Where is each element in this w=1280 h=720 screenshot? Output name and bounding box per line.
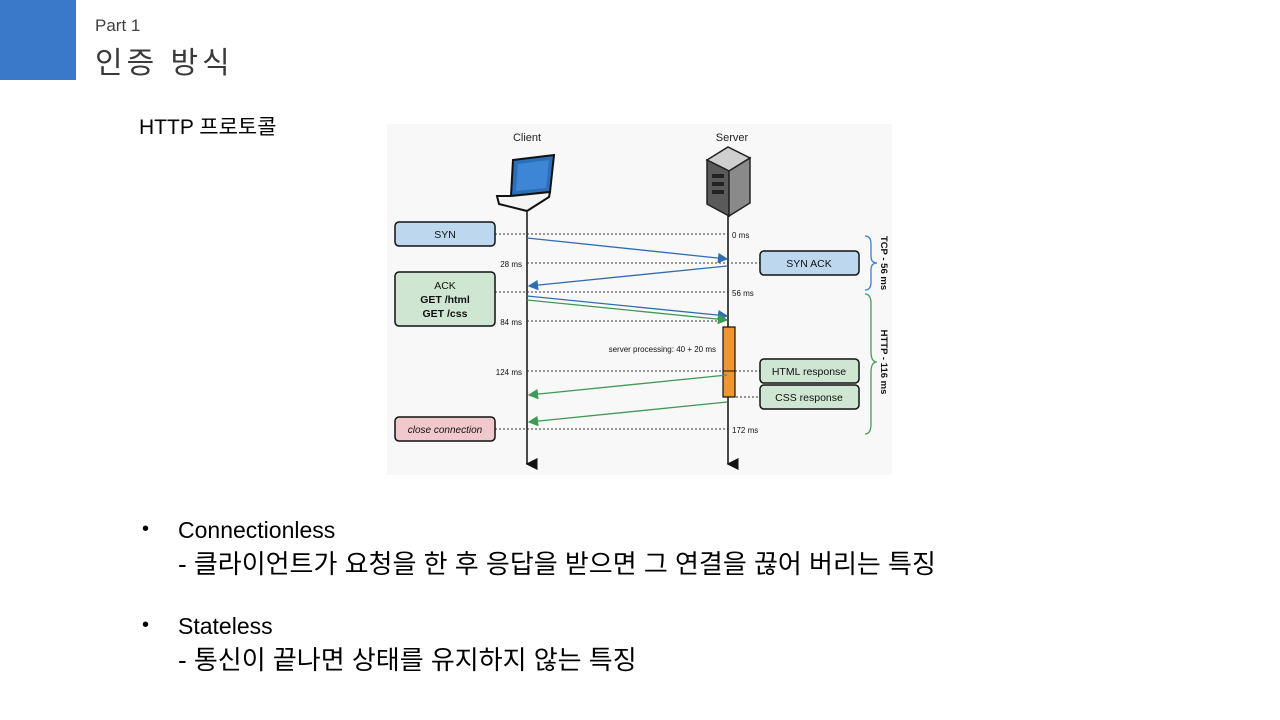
html-response-label: HTML response	[772, 366, 846, 378]
get-css-label: GET /css	[423, 308, 468, 320]
bullet-stateless-title: Stateless	[178, 613, 273, 639]
bullet-marker: •	[142, 614, 150, 636]
syn-box: SYN	[394, 221, 496, 247]
time-56ms: 56 ms	[732, 289, 754, 298]
syn-ack-arrow	[527, 265, 728, 291]
http-sequence-diagram: Client Server SYN ACK GET /html GET /cs	[387, 124, 892, 475]
time-172ms: 172 ms	[732, 426, 758, 435]
css-response-label: CSS response	[775, 392, 843, 404]
close-connection-label: close connection	[408, 425, 483, 436]
syn-arrow	[526, 237, 729, 264]
section-label: HTTP 프로토콜	[139, 116, 277, 139]
syn-ack-box: SYN ACK	[759, 250, 860, 276]
css-response-arrow	[527, 401, 728, 427]
ack-label: ACK	[434, 280, 456, 292]
get-html-label: GET /html	[420, 294, 470, 306]
server-icon	[705, 146, 752, 218]
laptop-icon	[495, 153, 556, 213]
part-label: Part 1	[95, 16, 141, 35]
css-response-box: CSS response	[759, 384, 860, 410]
time-0ms: 0 ms	[732, 231, 749, 240]
ack-arrow	[526, 295, 729, 321]
ack-get-box: ACK GET /html GET /css	[394, 271, 496, 327]
tcp-brace	[864, 235, 878, 291]
slide-title: 인증 방식	[95, 47, 234, 80]
html-response-arrow	[527, 374, 728, 400]
bullet-connectionless-desc: - 클라이언트가 요청을 한 후 응답을 받으면 그 연결을 끊어 버리는 특징	[178, 549, 936, 579]
time-28ms: 28 ms	[500, 260, 522, 269]
server-label: Server	[716, 132, 749, 144]
bullet-connectionless-title: Connectionless	[178, 517, 336, 543]
title-accent-block	[0, 0, 76, 80]
syn-label: SYN	[434, 229, 456, 241]
bullet-marker: •	[142, 518, 150, 540]
bullet-stateless-desc: - 통신이 끝나면 상태를 유지하지 않는 특징	[178, 645, 637, 675]
client-label: Client	[513, 132, 541, 144]
time-gridlines	[495, 233, 760, 430]
html-response-box: HTML response	[759, 358, 860, 384]
tcp-duration-label: TCP - 56 ms	[878, 236, 889, 290]
server-processing-label: server processing: 40 + 20 ms	[609, 345, 716, 354]
time-124ms: 124 ms	[496, 368, 522, 377]
http-brace	[864, 293, 878, 435]
get-request-arrow	[526, 299, 729, 325]
http-duration-label: HTTP - 116 ms	[878, 330, 889, 395]
server-processing-bar	[722, 326, 736, 398]
time-84ms: 84 ms	[500, 318, 522, 327]
syn-ack-label: SYN ACK	[786, 258, 832, 270]
close-connection-box: close connection	[394, 416, 496, 442]
